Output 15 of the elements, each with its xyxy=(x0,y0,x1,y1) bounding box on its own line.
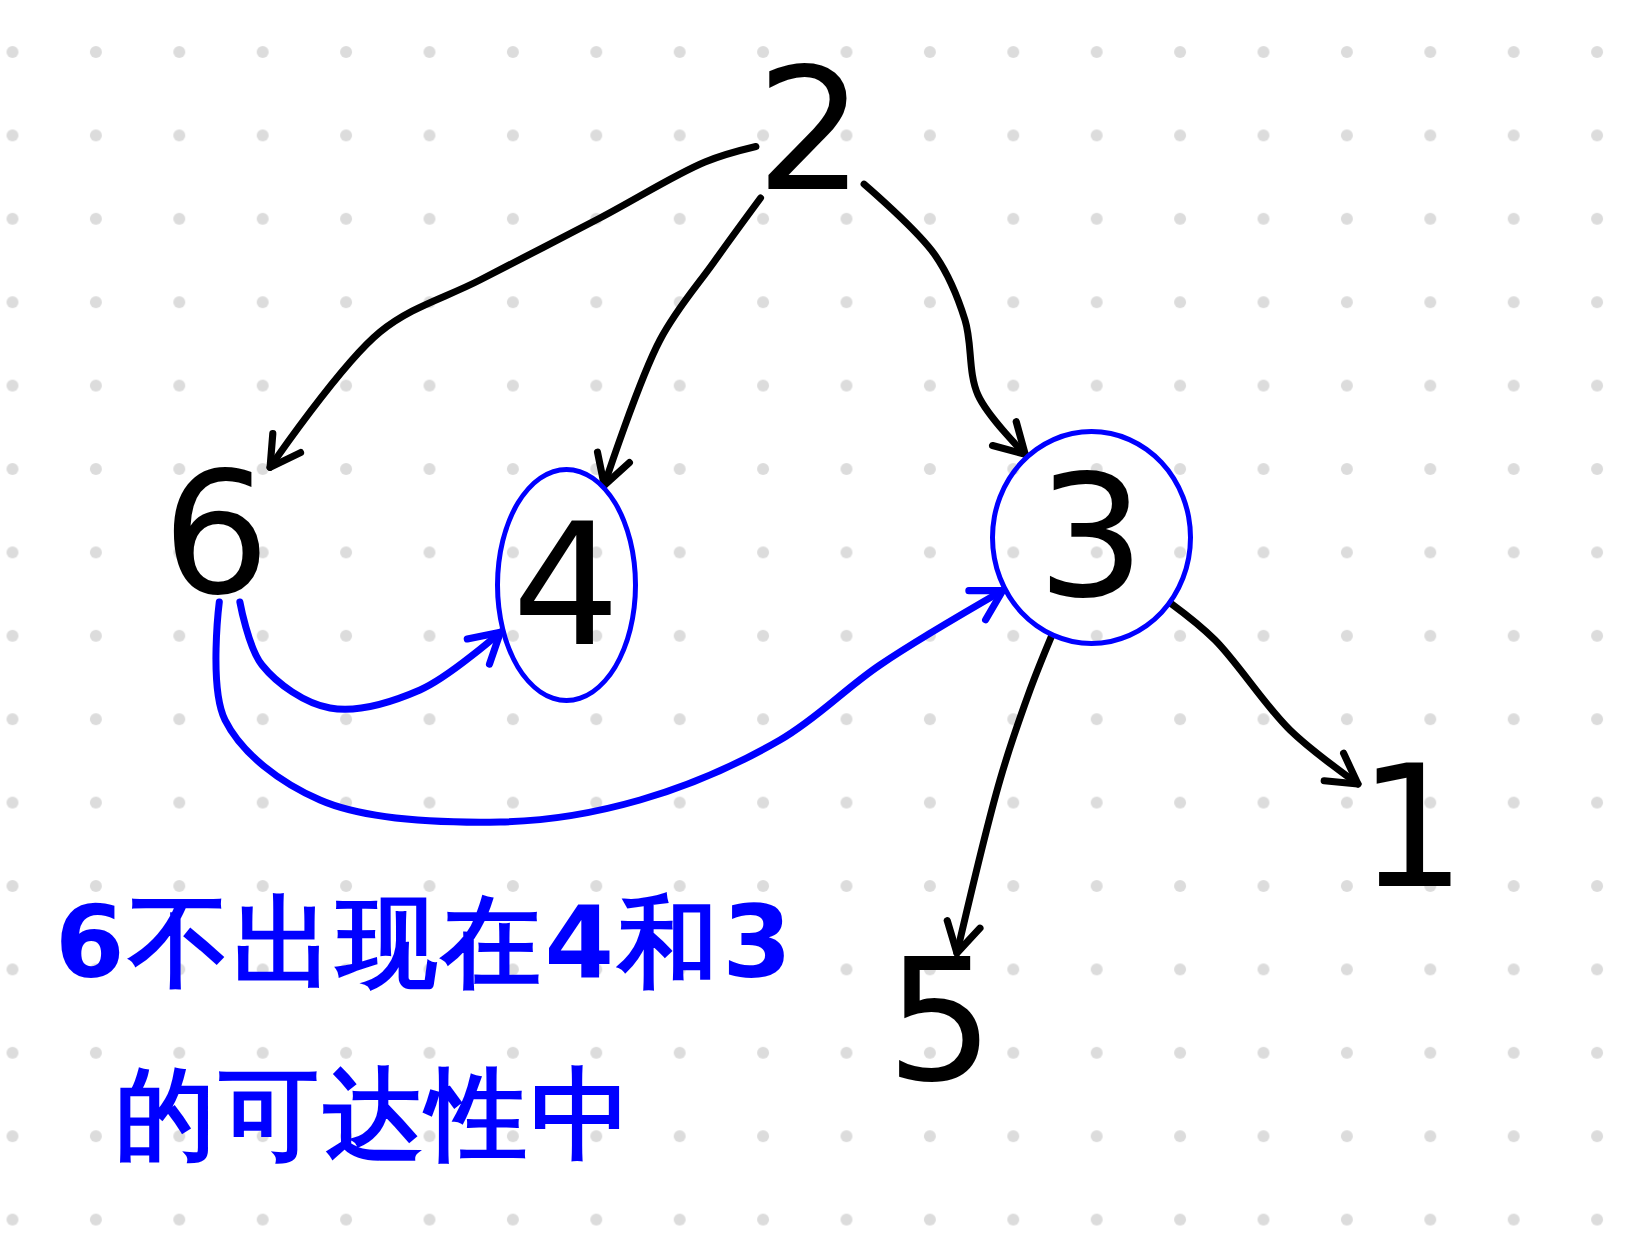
arrow xyxy=(212,587,1007,826)
node-label: 6 xyxy=(161,466,271,602)
arrow xyxy=(860,180,1029,458)
arrow xyxy=(236,598,504,713)
node-label: 2 xyxy=(755,62,865,198)
arrow xyxy=(266,143,760,471)
node-label: 4 xyxy=(511,517,621,653)
arrow xyxy=(593,194,765,489)
circled-node xyxy=(494,467,638,703)
node-label: 1 xyxy=(1357,759,1467,895)
arrow xyxy=(943,633,1055,957)
circled-node xyxy=(989,428,1193,646)
node-label: 3 xyxy=(1036,469,1146,605)
node-label: 5 xyxy=(885,953,995,1089)
annotation-text: 6不出现在4和3的可达性中 xyxy=(55,883,797,1175)
